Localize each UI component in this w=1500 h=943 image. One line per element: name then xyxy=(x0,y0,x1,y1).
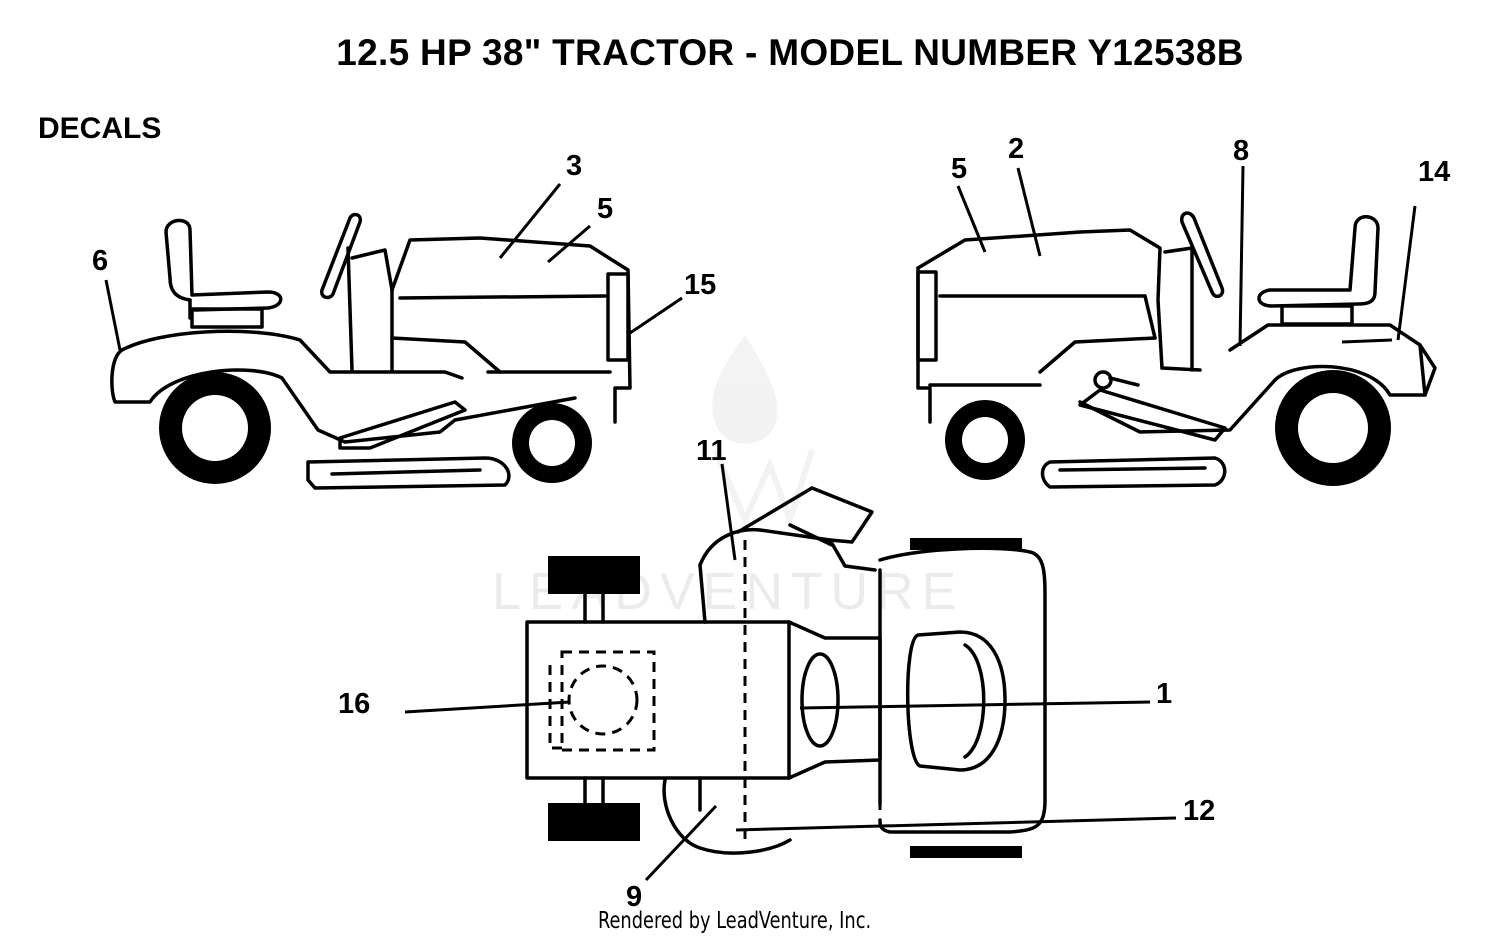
footer-credit: Rendered by LeadVenture, Inc. xyxy=(598,908,872,934)
leader-lines xyxy=(104,165,1417,882)
left-side-tractor xyxy=(110,212,632,490)
callout-8: 8 xyxy=(1233,135,1249,167)
callout-2: 2 xyxy=(1008,133,1024,165)
callout-11: 11 xyxy=(696,435,727,467)
callout-15: 15 xyxy=(684,269,716,301)
callout-16: 16 xyxy=(338,688,370,720)
callout-5-left: 5 xyxy=(597,193,613,225)
callout-14: 14 xyxy=(1418,156,1450,188)
callout-6: 6 xyxy=(92,245,108,277)
diagram-title: 12.5 HP 38" TRACTOR - MODEL NUMBER Y1253… xyxy=(336,32,1244,73)
section-label: DECALS xyxy=(38,112,162,145)
callout-12: 12 xyxy=(1183,795,1215,827)
right-side-tractor xyxy=(916,211,1437,489)
callout-5-right: 5 xyxy=(951,153,967,185)
callout-1: 1 xyxy=(1156,678,1172,710)
callout-3: 3 xyxy=(566,150,582,182)
callout-9: 9 xyxy=(626,881,642,913)
top-view-tractor xyxy=(525,486,1047,858)
